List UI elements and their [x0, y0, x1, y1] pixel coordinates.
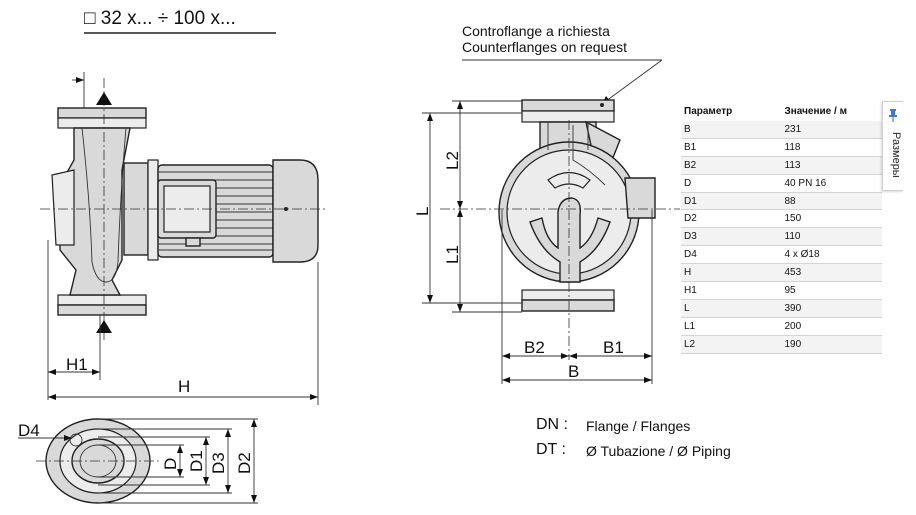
side-tab-label: Размеры	[890, 132, 902, 178]
spec-value: 88	[781, 192, 882, 211]
front-view	[422, 59, 680, 384]
dim-label-b: B	[568, 362, 579, 381]
spec-value: 231	[781, 121, 882, 139]
dim-label-l: L	[413, 207, 432, 216]
spec-value: 4 x Ø18	[781, 245, 882, 265]
dim-label-l2: L2	[443, 151, 462, 170]
spec-key: D1	[681, 192, 782, 211]
legend-dn-value: Flange / Flanges	[586, 418, 691, 434]
counterflange-note-it: Controflange a richiesta	[462, 23, 610, 39]
dim-label-d1: D1	[187, 450, 206, 472]
spec-value: 40 PN 16	[781, 174, 882, 193]
spec-key: D3	[681, 227, 782, 247]
spec-header-parameter: Параметр	[681, 101, 782, 121]
legend-dn-key: DN :	[536, 416, 568, 433]
counterflange-note-en: Counterflanges on request	[462, 39, 627, 55]
spec-value: 95	[781, 281, 882, 300]
sizes-side-tab[interactable]: Размеры	[882, 101, 903, 191]
legend-dt-value: Ø Tubazione / Ø Piping	[586, 443, 731, 459]
spec-key: D	[681, 174, 782, 193]
pump-range-title: □ 32 x... ÷ 100 x...	[84, 8, 236, 29]
dim-label-d2: D2	[235, 452, 254, 474]
dim-label-d4: D4	[18, 421, 40, 440]
side-view	[40, 72, 325, 405]
spec-value: 110	[781, 227, 882, 247]
spec-table-header: Параметр Значение / м	[681, 101, 882, 121]
spec-key: B	[681, 121, 782, 139]
spec-key: H1	[681, 281, 782, 300]
spec-key: L	[681, 299, 782, 318]
spec-key: H	[681, 263, 782, 283]
spec-key: B1	[681, 138, 782, 157]
flange-view	[18, 418, 258, 504]
spec-value: 113	[781, 156, 882, 175]
dim-label-d: D	[161, 458, 180, 470]
dim-label-h: H	[178, 377, 190, 396]
spec-value: 190	[781, 335, 882, 354]
pin-icon[interactable]	[887, 108, 899, 122]
legend-dt-key: DT :	[536, 441, 566, 458]
dim-label-b1: B1	[603, 338, 624, 357]
spec-value: 390	[781, 299, 882, 318]
dim-label-l1: L1	[443, 245, 462, 264]
spec-key: L1	[681, 317, 782, 336]
spec-key: L2	[681, 335, 782, 354]
spec-value: 453	[781, 263, 882, 283]
dim-label-h1: H1	[66, 355, 88, 374]
spec-key: B2	[681, 156, 782, 175]
spec-value: 150	[781, 209, 882, 229]
spec-key: D2	[681, 209, 782, 229]
dim-label-b2: B2	[524, 338, 545, 357]
spec-value: 118	[781, 138, 882, 157]
spec-value: 200	[781, 317, 882, 336]
spec-key: D4	[681, 245, 782, 265]
dim-label-d3: D3	[209, 452, 228, 474]
spec-header-value: Значение / м	[781, 101, 882, 121]
